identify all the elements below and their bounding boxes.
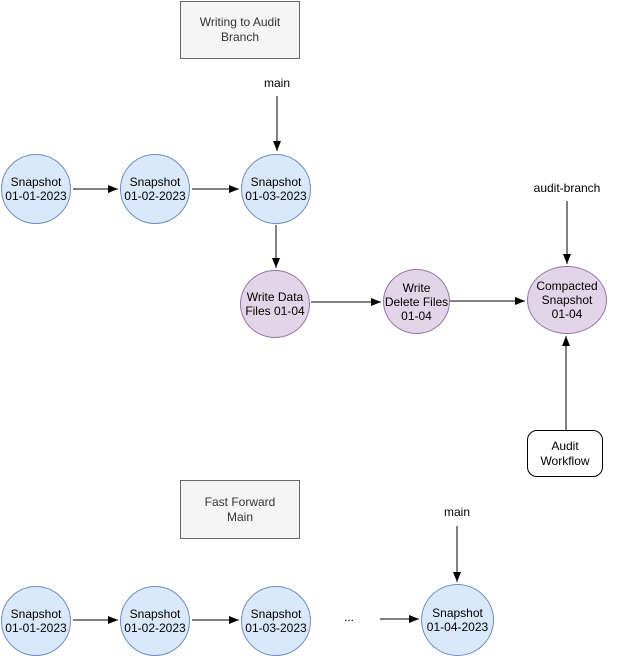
ff-snapshot-node-01-03: Snapshot 01-03-2023: [241, 586, 311, 656]
node-line: 01-04: [551, 307, 583, 321]
section-title-writing-to-audit-branch: Writing to Audit Branch: [180, 1, 300, 59]
snapshot-name: Snapshot: [129, 175, 181, 189]
snapshot-name: Snapshot: [250, 175, 302, 189]
snapshot-name: Snapshot: [250, 607, 302, 621]
audit-workflow-box: Audit Workflow: [527, 430, 603, 477]
node-line: Write Data: [246, 290, 304, 304]
ellipsis-text: ...: [343, 610, 354, 624]
snapshot-name: Snapshot: [129, 607, 181, 621]
write-data-files-node: Write Data Files 01-04: [240, 270, 310, 338]
snapshot-date: 01-01-2023: [5, 621, 67, 635]
snapshot-node-01-01: Snapshot 01-01-2023: [1, 154, 71, 224]
snapshot-name: Snapshot: [10, 607, 62, 621]
node-line: Write: [402, 280, 431, 295]
branch-label-main-bottom: main: [417, 505, 497, 519]
snapshot-node-01-03: Snapshot 01-03-2023: [241, 154, 311, 224]
snapshot-date: 01-03-2023: [245, 621, 307, 635]
ff-snapshot-node-01-02: Snapshot 01-02-2023: [120, 586, 190, 656]
workflow-line: Workflow: [540, 453, 590, 468]
section-title-text: Fast Forward Main: [204, 494, 276, 524]
branch-label-main-top: main: [237, 76, 317, 90]
workflow-line: Audit: [551, 438, 579, 453]
section-title-fast-forward-main: Fast Forward Main: [180, 480, 300, 539]
snapshot-date: 01-01-2023: [5, 189, 67, 203]
node-line: Delete Files: [384, 294, 449, 309]
compacted-snapshot-node: Compacted Snapshot 01-04: [527, 266, 607, 334]
branch-label-text: audit-branch: [533, 181, 601, 195]
snapshot-date: 01-03-2023: [245, 189, 307, 203]
snapshot-date: 01-02-2023: [124, 621, 186, 635]
node-line: Compacted: [536, 279, 598, 293]
node-line: 01-04: [401, 308, 432, 323]
node-line: Files 01-04: [245, 304, 305, 318]
snapshot-date: 01-04-2023: [426, 620, 489, 634]
node-line: Snapshot: [541, 293, 593, 307]
branch-label-text: main: [263, 76, 290, 90]
branch-label-audit-branch: audit-branch: [517, 181, 617, 195]
snapshot-name: Snapshot: [432, 606, 483, 620]
ff-snapshot-node-01-04: Snapshot 01-04-2023: [421, 584, 494, 656]
ellipsis-label: ...: [329, 610, 369, 624]
snapshot-node-01-02: Snapshot 01-02-2023: [120, 154, 190, 224]
section-title-text: Writing to Audit Branch: [199, 15, 281, 44]
snapshot-name: Snapshot: [10, 175, 62, 189]
ff-snapshot-node-01-01: Snapshot 01-01-2023: [1, 586, 71, 656]
branch-label-text: main: [443, 505, 470, 519]
snapshot-date: 01-02-2023: [124, 189, 186, 203]
write-delete-files-node: Write Delete Files 01-04: [383, 269, 450, 334]
